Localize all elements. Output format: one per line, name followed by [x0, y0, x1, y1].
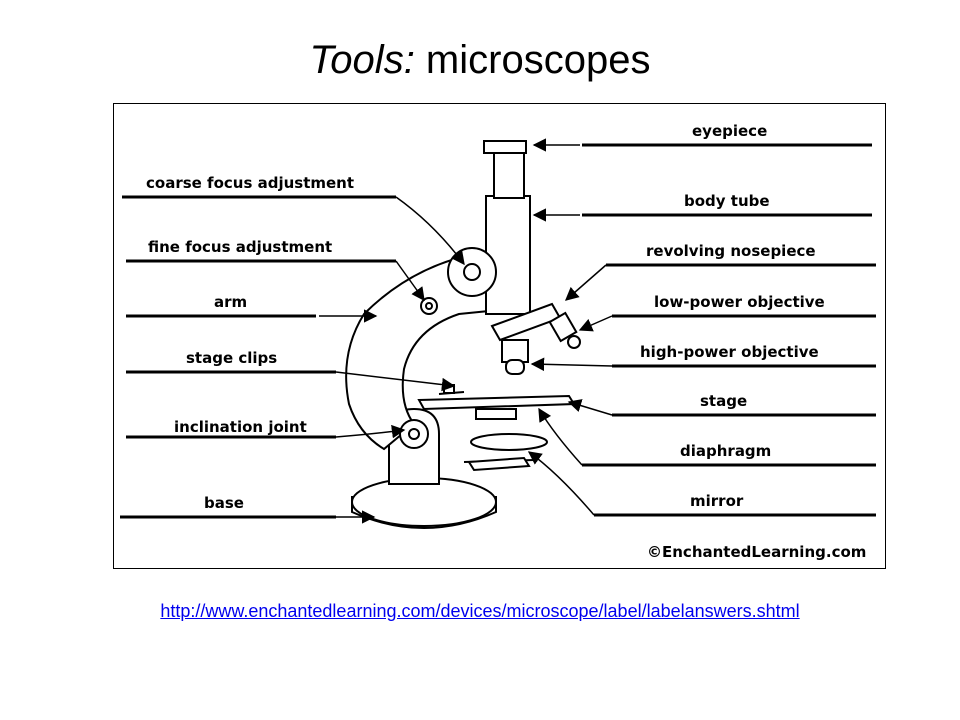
label-base: base: [204, 494, 244, 512]
clips-arrow: [335, 371, 456, 392]
label-coarse-focus: coarse focus adjustment: [146, 174, 354, 192]
mirror-arrow: [527, 451, 595, 516]
microscope-drawing: [345, 140, 581, 529]
label-fine-focus: fine focus adjustment: [148, 238, 332, 256]
high-power-objective-shape: [501, 339, 529, 363]
coarse-arrow: [395, 196, 465, 266]
high-power-arrow: [530, 357, 613, 372]
copyright-text: ©EnchantedLearning.com: [647, 543, 866, 561]
label-eyepiece: eyepiece: [692, 122, 767, 140]
fine-arrow: [395, 260, 425, 302]
eyepiece-shape: [493, 151, 525, 199]
arm-shape: [345, 250, 510, 451]
source-url-link[interactable]: http://www.enchantedlearning.com/devices…: [160, 601, 800, 621]
label-inclination-joint: inclination joint: [174, 418, 307, 436]
label-high-power-objective: high-power objective: [640, 343, 819, 361]
low-power-objective-shape: [548, 311, 578, 343]
inclination-arrow: [335, 424, 406, 439]
stage-shape: [417, 394, 576, 411]
body-tube-shape: [485, 195, 531, 315]
label-arm: arm: [214, 293, 247, 311]
diaphragm-arrow: [538, 407, 583, 466]
microscope-diagram: coarse focus adjustment fine focus adjus…: [113, 103, 886, 569]
label-revolving-nosepiece: revolving nosepiece: [646, 242, 816, 260]
label-diaphragm: diaphragm: [680, 442, 771, 460]
label-body-tube: body tube: [684, 192, 770, 210]
diaphragm-shape: [470, 433, 548, 451]
label-low-power-objective: low-power objective: [654, 293, 825, 311]
label-stage: stage: [700, 392, 747, 410]
nosepiece-arrow: [564, 264, 607, 301]
base-shape: [351, 477, 497, 527]
stage-arrow: [567, 399, 613, 416]
title-rest: microscopes: [414, 38, 651, 82]
title-italic: Tools:: [309, 38, 415, 82]
label-stage-clips: stage clips: [186, 349, 277, 367]
low-power-arrow: [578, 315, 613, 332]
mirror-shape: [467, 456, 531, 472]
page-title: Tools: microscopes: [0, 38, 960, 83]
label-mirror: mirror: [690, 492, 744, 510]
